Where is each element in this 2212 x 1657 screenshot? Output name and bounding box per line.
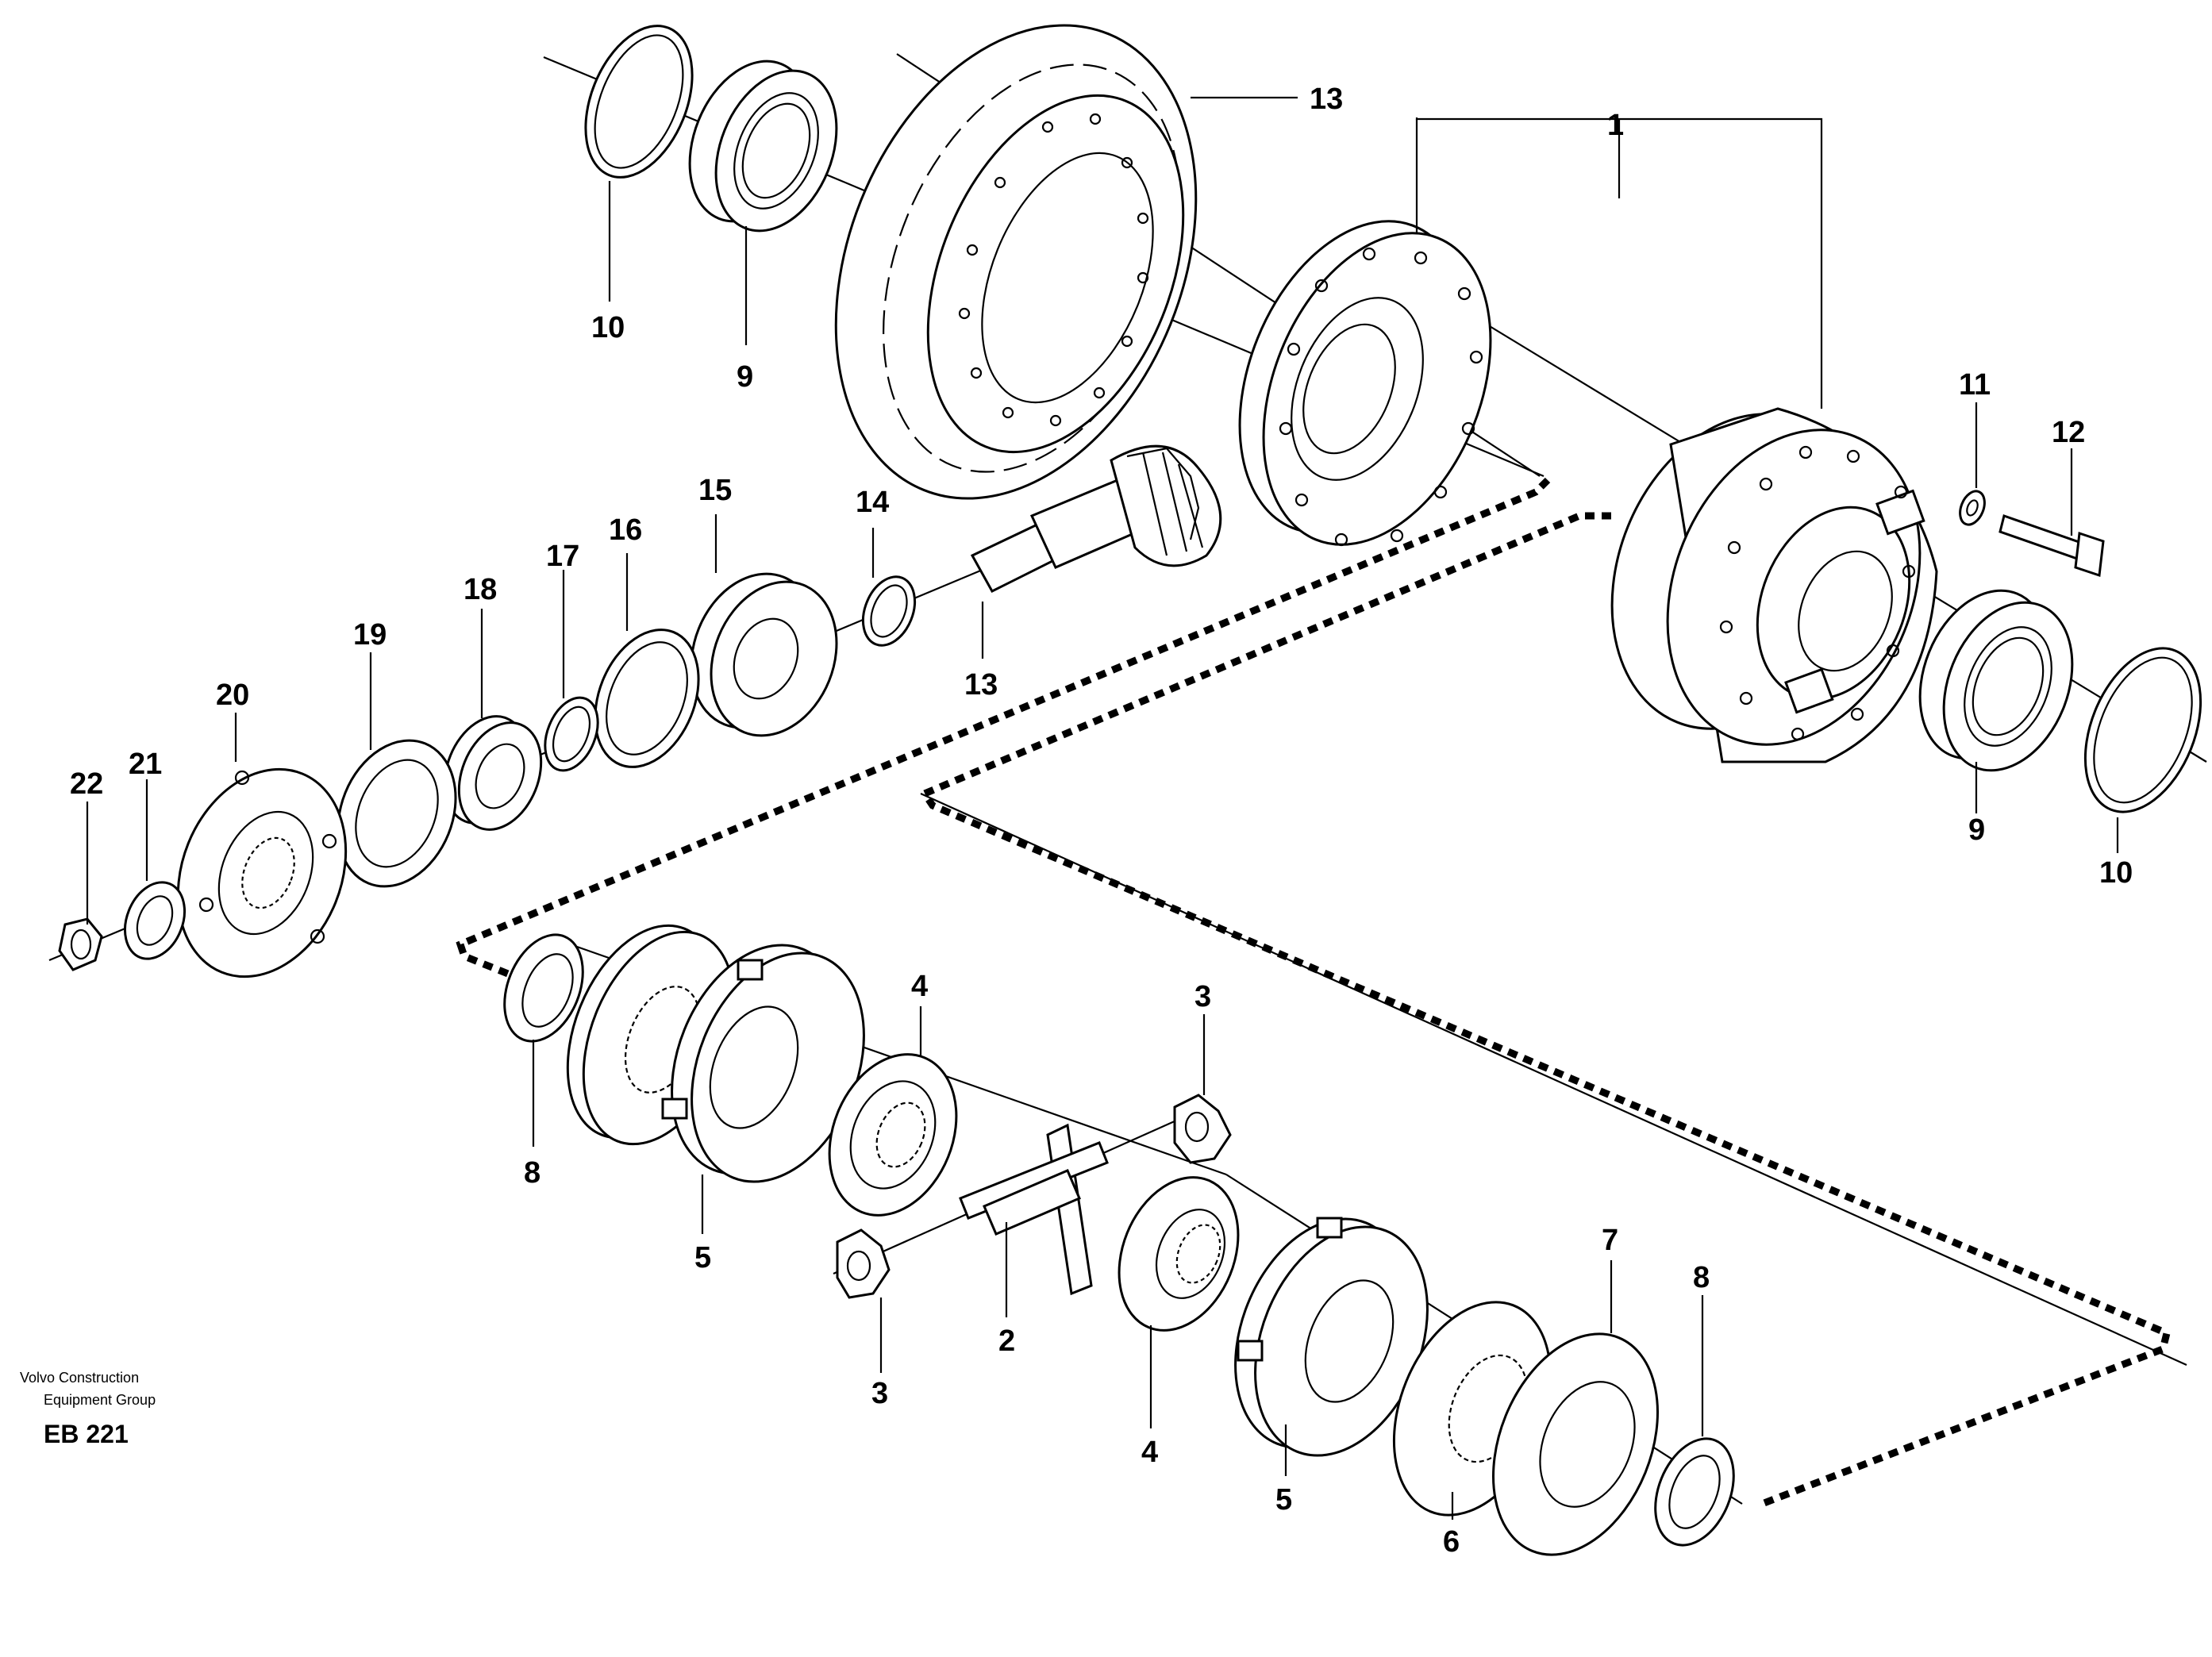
callout-9-top: 9 <box>737 360 753 394</box>
snap-ring-part-10-right <box>2083 647 2202 813</box>
callout-4-upper: 4 <box>911 970 928 1003</box>
pressure-ring-part-5-left <box>661 944 865 1183</box>
callout-18: 18 <box>464 573 497 606</box>
side-gear-part-4-lower <box>1118 1176 1240 1332</box>
callout-12: 12 <box>2052 416 2085 449</box>
steel-disc-part-7 <box>1492 1332 1659 1556</box>
drawing-code: EB 221 <box>44 1420 129 1448</box>
spider-pinion-part-3-upper <box>1173 1094 1232 1164</box>
brand-line-1: Volvo Construction <box>20 1370 139 1386</box>
callout-11: 11 <box>1959 368 1991 402</box>
callout-13-top: 13 <box>1310 83 1343 116</box>
callout-10-right: 10 <box>2099 856 2133 890</box>
assembly-dashed-paths <box>456 477 2172 1508</box>
diff-housing-flange-part-1 <box>1238 220 1492 547</box>
snap-ring-part-10-top <box>584 25 694 179</box>
callout-2: 2 <box>998 1324 1015 1358</box>
callout-3-upper: 3 <box>1194 980 1211 1013</box>
callout-5-lower: 5 <box>1275 1483 1292 1517</box>
callout-19: 19 <box>353 618 387 652</box>
callout-15: 15 <box>698 474 732 507</box>
seal-part-19 <box>337 739 457 888</box>
callout-1: 1 <box>1607 109 1624 142</box>
callout-21: 21 <box>129 748 162 781</box>
callout-7: 7 <box>1602 1224 1618 1257</box>
callout-13-pinion: 13 <box>964 668 998 702</box>
spider-pinion-part-3-lower <box>836 1228 891 1299</box>
pressure-ring-part-5-lower <box>1234 1217 1429 1457</box>
nut-part-22 <box>58 917 103 971</box>
callout-3-lower: 3 <box>871 1377 888 1410</box>
callout-4-lower: 4 <box>1141 1436 1158 1469</box>
bearing-part-18 <box>443 715 543 831</box>
thrust-washer-part-8-right <box>1654 1437 1735 1547</box>
callout-5-left: 5 <box>694 1241 711 1274</box>
taper-bearing-part-9-right <box>1918 589 2074 772</box>
washer-part-11 <box>1959 490 1986 526</box>
o-ring-part-14 <box>861 575 917 647</box>
callout-8-left: 8 <box>524 1156 540 1190</box>
callout-22: 22 <box>70 767 103 801</box>
callout-8-right: 8 <box>1693 1261 1710 1294</box>
callout-9-right: 9 <box>1968 813 1985 847</box>
callout-17: 17 <box>546 540 579 573</box>
callout-10-top: 10 <box>591 311 625 344</box>
washer-part-21 <box>124 881 186 960</box>
crown-wheel-part-13 <box>834 24 1198 500</box>
cross-shaft-part-2 <box>959 1123 1109 1296</box>
callout-16: 16 <box>609 513 642 547</box>
brand-line-2: Equipment Group <box>44 1392 156 1408</box>
companion-flange-part-20 <box>176 767 348 978</box>
callout-20: 20 <box>216 679 249 712</box>
pinion-shaft-part-13 <box>970 444 1222 593</box>
side-gear-part-4-upper <box>828 1053 958 1217</box>
callout-6: 6 <box>1443 1525 1460 1559</box>
bearing-part-15 <box>690 572 838 737</box>
callout-numbers: 13 1 10 9 11 12 15 14 16 17 18 19 20 21 … <box>70 83 2133 1559</box>
shim-part-16 <box>594 629 700 768</box>
spacer-part-17 <box>544 696 599 772</box>
thrust-washer-part-8-left <box>503 933 584 1043</box>
diff-housing-part-1 <box>1610 407 1938 763</box>
callout-14: 14 <box>856 486 889 519</box>
taper-bearing-part-9-top <box>688 60 838 233</box>
leader-lines <box>86 96 2119 1520</box>
bolt-part-12 <box>1998 514 2105 578</box>
footer-brand: Volvo Construction Equipment Group EB 22… <box>20 1370 156 1448</box>
